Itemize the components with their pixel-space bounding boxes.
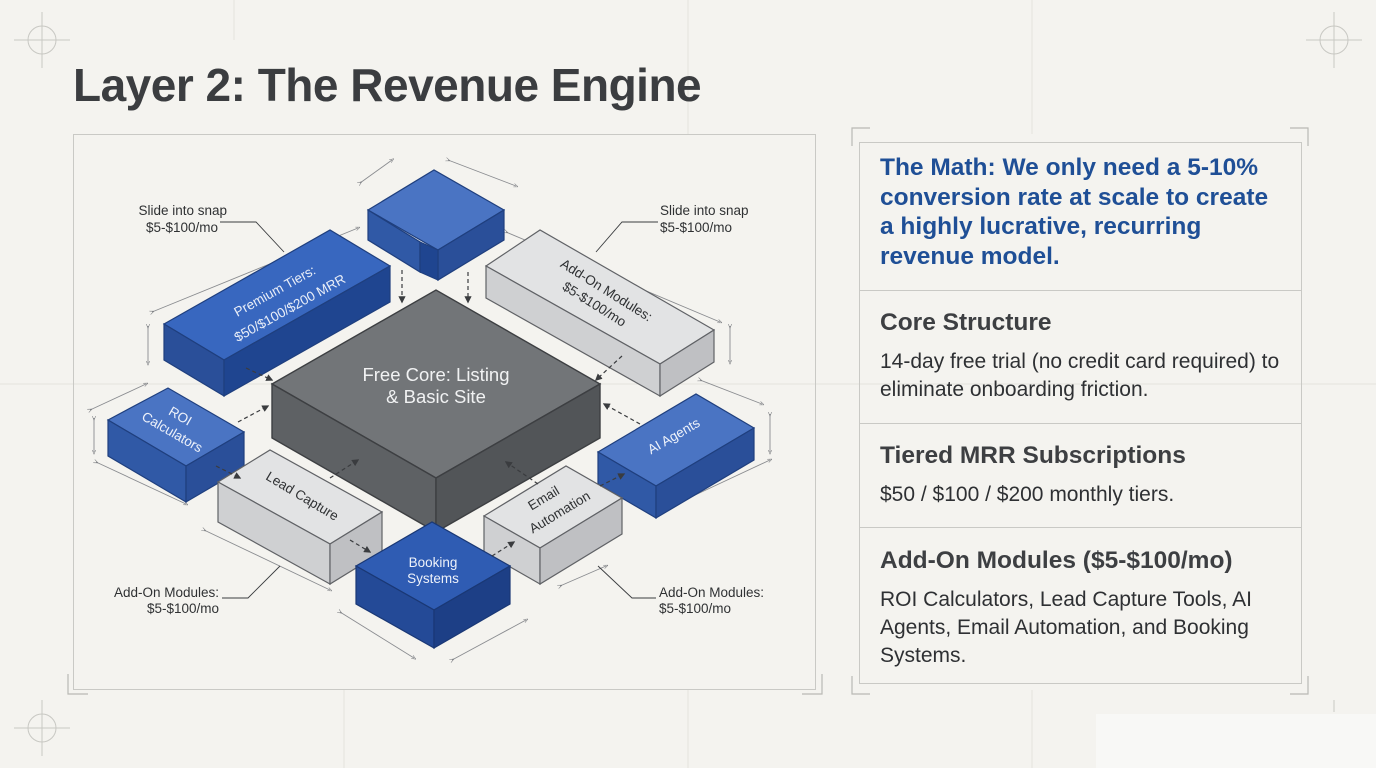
section-body: 14-day free trial (no credit card requir… [880, 350, 1280, 401]
booking-label-2: Systems [407, 571, 459, 586]
premium-tiers-block: Premium Tiers: $50/$100/$200 MRR [162, 229, 392, 398]
email-automation-block: Email Automation [482, 465, 624, 586]
section-heading: Tiered MRR Subscriptions [880, 442, 1186, 469]
section-body: $50 / $100 / $200 monthly tiers. [880, 483, 1175, 506]
math-statement: The Math: We only need a 5-10% conversio… [880, 154, 1269, 270]
core-label-2: & Basic Site [386, 386, 486, 407]
add-on-modules-block: Add-On Modules: $5-$100/mo [484, 229, 716, 398]
info-panel: The Math: We only need a 5-10% conversio… [859, 142, 1302, 684]
free-core-block: Free Core: Listing & Basic Site [270, 289, 602, 534]
section-heading: Core Structure [880, 309, 1052, 336]
callout-tl-line1: Slide into snap [138, 203, 227, 218]
divider [860, 527, 1301, 528]
core-structure-section: Core Structure 14-day free trial (no cre… [860, 308, 1301, 404]
roi-calculators-block: ROI Calculators [106, 387, 246, 504]
add-on-modules-section: Add-On Modules ($5-$100/mo) ROI Calculat… [860, 546, 1301, 670]
section-heading: Add-On Modules ($5-$100/mo) [880, 547, 1233, 574]
divider [860, 423, 1301, 424]
booking-label-1: Booking [409, 555, 458, 570]
callout-leaders [220, 221, 658, 599]
core-label-1: Free Core: Listing [362, 364, 509, 385]
callout-bl-line2: $5-$100/mo [147, 601, 219, 616]
corner-marks [67, 127, 1309, 695]
booking-systems-block: Booking Systems [354, 521, 512, 650]
dimension-lines [90, 160, 770, 660]
connector-arrows [215, 270, 641, 557]
page-title: Layer 2: The Revenue Engine [73, 59, 702, 111]
top-snap-block [366, 169, 506, 282]
callout-br-line1: Add-On Modules: [659, 585, 764, 600]
section-body: ROI Calculators, Lead Capture Tools, AI … [880, 588, 1252, 667]
diagram-frame [73, 134, 816, 690]
callout-tr-line2: $5-$100/mo [660, 220, 732, 235]
callout-br-line2: $5-$100/mo [659, 601, 731, 616]
callout-tr-line1: Slide into snap [660, 203, 749, 218]
callout-bl-line1: Add-On Modules: [114, 585, 219, 600]
crosshair-icon [14, 12, 1362, 756]
divider [860, 290, 1301, 291]
callout-tl-line2: $5-$100/mo [146, 220, 218, 235]
tiered-mrr-section: Tiered MRR Subscriptions $50 / $100 / $2… [860, 441, 1301, 509]
ai-agents-block: AI Agents [596, 393, 756, 520]
